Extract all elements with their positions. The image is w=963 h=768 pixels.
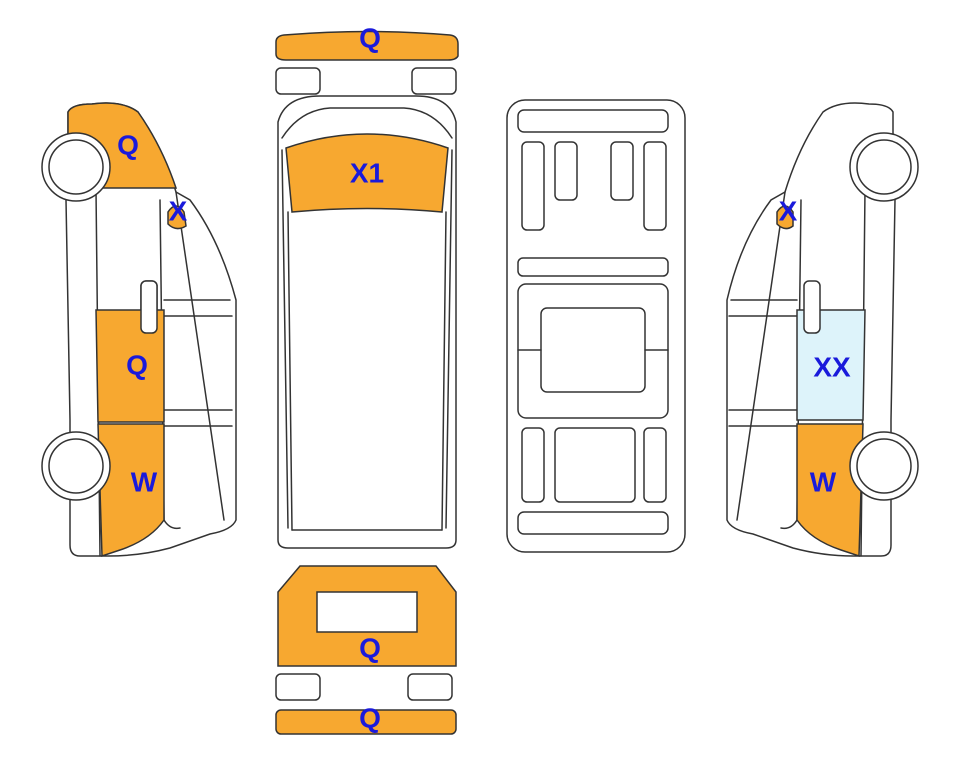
right-mirror-zone[interactable]: X	[776, 195, 798, 230]
right-front-wheel	[849, 132, 919, 202]
rear-door-zone[interactable]: Q	[277, 565, 457, 667]
rear-right-light	[407, 673, 453, 701]
rear-bumper-zone[interactable]: Q	[275, 702, 457, 735]
right-mirror-label: X	[779, 195, 798, 226]
left-side-view: Q X Q W	[41, 102, 237, 558]
rear-bumper-shape	[275, 709, 457, 735]
right-door-label: XX	[813, 351, 851, 382]
left-front-wheel	[41, 132, 111, 202]
front-bumper-label: Q	[359, 22, 381, 53]
right-rear-quarter-shape	[796, 423, 864, 558]
right-mirror-shape	[776, 205, 794, 230]
windshield-label: X1	[350, 157, 384, 188]
right-rear-quarter-zone[interactable]: W	[796, 423, 864, 558]
left-mirror-label: X	[169, 195, 188, 226]
right-side-view: X XX W	[726, 102, 919, 558]
left-door-zone[interactable]: Q	[95, 280, 165, 423]
rear-door-label: Q	[359, 632, 381, 663]
front-left-light	[275, 67, 321, 95]
top-view: X1	[277, 95, 457, 549]
left-mirror-zone[interactable]: X	[167, 195, 188, 230]
left-front-fender-label: Q	[117, 129, 139, 160]
windshield-shape	[285, 133, 449, 213]
front-right-light	[411, 67, 457, 95]
underside-view	[506, 99, 686, 553]
rear-window	[316, 591, 418, 633]
right-rear-quarter-label: W	[810, 466, 837, 497]
right-door-shape	[796, 309, 866, 421]
front-bumper-shape	[275, 30, 459, 61]
left-mirror-shape	[167, 205, 187, 230]
left-door-label: Q	[126, 349, 148, 380]
windshield-zone[interactable]: X1	[285, 133, 449, 213]
rear-bumper-label: Q	[359, 702, 381, 733]
front-bumper-zone[interactable]: Q	[275, 22, 459, 61]
left-rear-quarter-zone[interactable]: W	[97, 423, 165, 558]
rear-left-light	[275, 673, 321, 701]
left-rear-quarter-shape	[97, 423, 165, 558]
left-rear-quarter-label: W	[131, 466, 158, 497]
left-rear-wheel	[41, 431, 111, 501]
right-rear-wheel	[849, 431, 919, 501]
right-door-zone[interactable]: XX	[796, 280, 866, 421]
